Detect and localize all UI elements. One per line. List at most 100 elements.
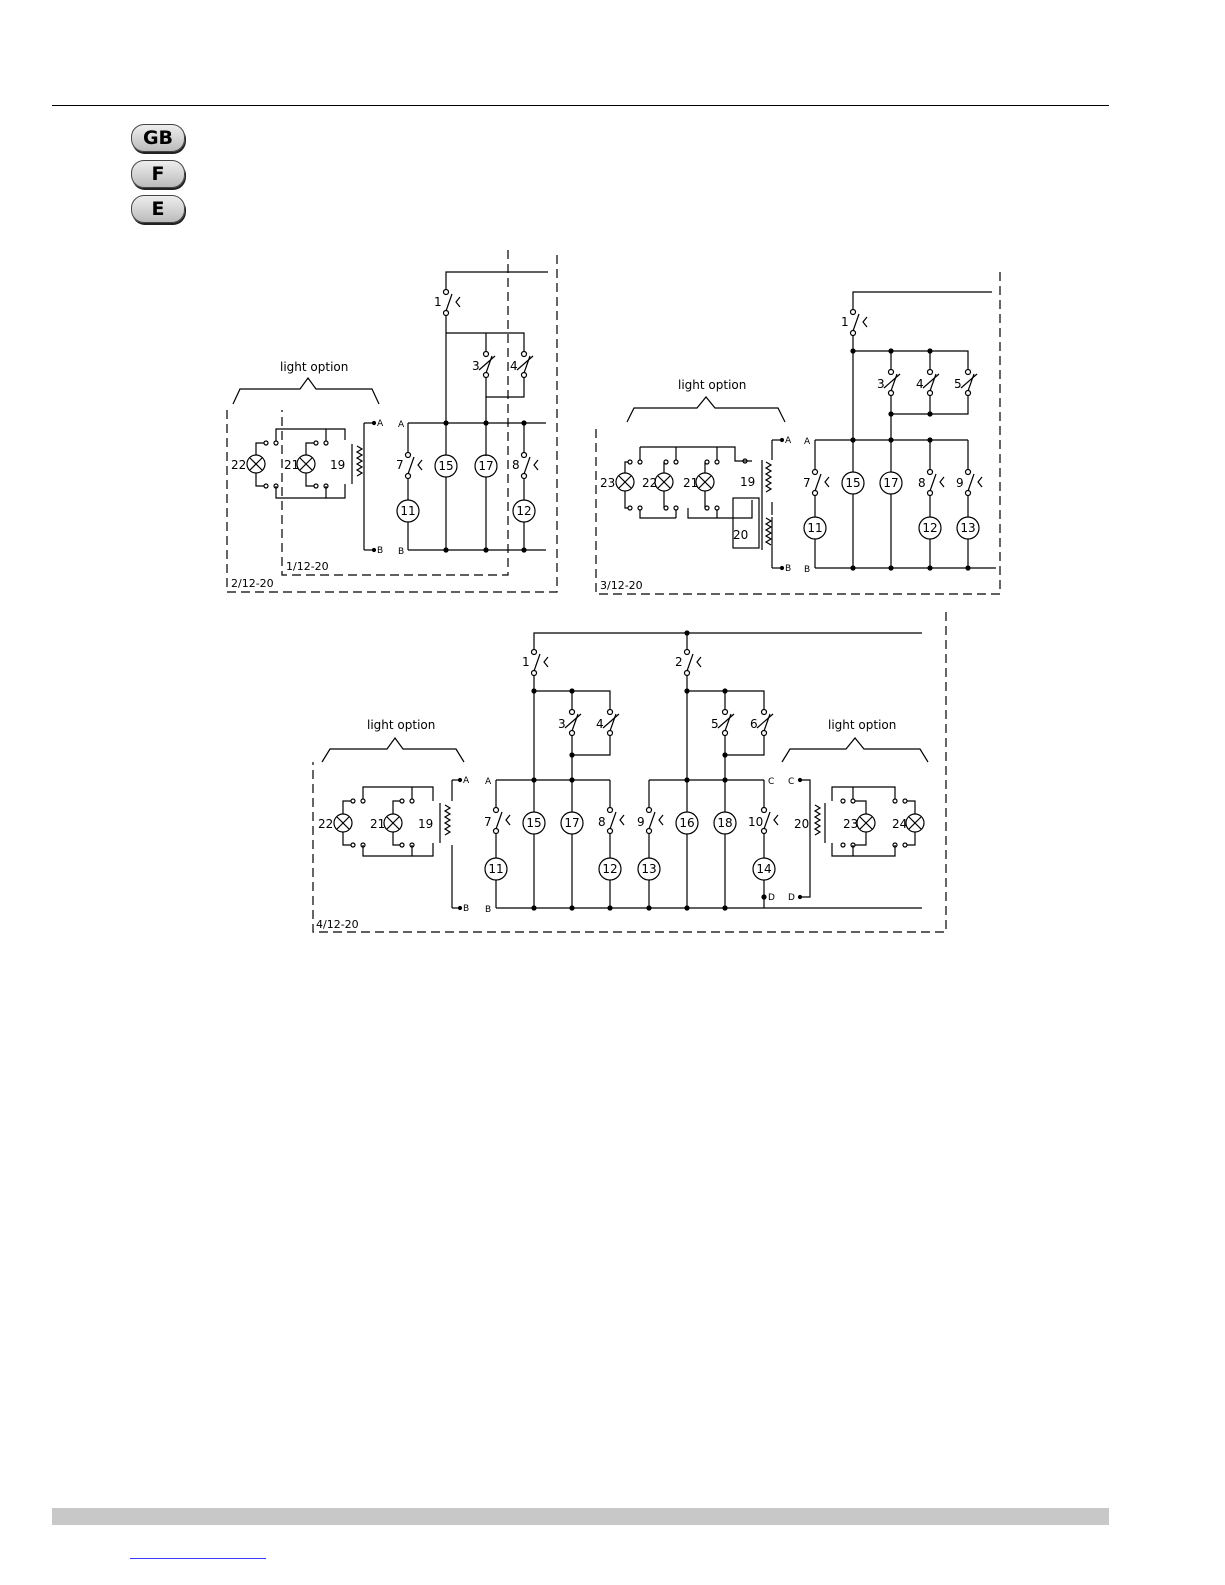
svg-text:9: 9 (956, 476, 964, 490)
svg-text:17: 17 (478, 459, 493, 473)
svg-text:A: A (804, 437, 811, 447)
svg-text:B: B (398, 547, 404, 557)
svg-text:15: 15 (845, 476, 860, 490)
svg-text:17: 17 (564, 816, 579, 830)
diagram-2: light option 1 3 4 5 A B (596, 272, 1000, 594)
d2-option-brace (627, 397, 785, 422)
svg-text:3: 3 (877, 377, 885, 391)
d2-border (596, 272, 1000, 594)
svg-text:18: 18 (717, 816, 732, 830)
d2-main-switch (851, 310, 868, 336)
d2-code: 3/12-20 (600, 579, 643, 592)
svg-text:23: 23 (843, 817, 858, 831)
d3-transformer-19 (445, 805, 450, 835)
svg-text:11: 11 (488, 862, 503, 876)
svg-text:17: 17 (883, 476, 898, 490)
svg-text:12: 12 (602, 862, 617, 876)
svg-text:16: 16 (679, 816, 694, 830)
d3-right-option-brace (782, 738, 928, 762)
d3-main-switch-1 (532, 650, 549, 676)
svg-text:8: 8 (918, 476, 926, 490)
d1-inner-border (282, 250, 508, 575)
d1-transformer-19 (357, 446, 362, 476)
d3-switch-7 (494, 808, 511, 834)
svg-text:13: 13 (641, 862, 656, 876)
svg-text:8: 8 (598, 815, 606, 829)
svg-text:19: 19 (418, 817, 433, 831)
svg-text:9: 9 (637, 815, 645, 829)
d3-right-option-label: light option (828, 718, 896, 732)
svg-text:22: 22 (318, 817, 333, 831)
d3-main-switch-2 (685, 650, 702, 676)
svg-text:A: A (485, 777, 492, 787)
svg-text:B: B (785, 564, 791, 574)
d1-option-label: light option (280, 360, 348, 374)
d2-thermostat-4 (923, 370, 939, 396)
svg-text:15: 15 (526, 816, 541, 830)
svg-text:12: 12 (922, 521, 937, 535)
svg-text:C: C (768, 777, 774, 787)
svg-text:22: 22 (231, 458, 246, 472)
footer-link-underline[interactable] (130, 1558, 266, 1559)
footer-bar (52, 1508, 1109, 1525)
svg-text:D: D (788, 893, 795, 903)
svg-text:21: 21 (683, 476, 698, 490)
svg-text:1: 1 (434, 295, 442, 309)
d1-main-switch (444, 290, 461, 316)
d1-thermostat-4 (517, 352, 533, 378)
d2-switch-8 (928, 470, 945, 496)
svg-text:B: B (485, 905, 491, 915)
diagram-1: light option 1 3 4 A B (227, 250, 557, 592)
svg-text:5: 5 (954, 377, 962, 391)
diagram-3: light option light option 1 2 3 4 (313, 612, 946, 932)
svg-text:A: A (377, 419, 384, 429)
svg-text:3: 3 (472, 359, 480, 373)
svg-text:15: 15 (438, 459, 453, 473)
svg-text:4: 4 (510, 359, 518, 373)
svg-text:19: 19 (740, 475, 755, 489)
svg-text:1: 1 (522, 655, 530, 669)
svg-text:11: 11 (400, 504, 415, 518)
d1-outer-code: 2/12-20 (231, 577, 274, 590)
svg-text:C: C (788, 777, 794, 787)
svg-text:B: B (804, 565, 810, 575)
d3-switch-9 (647, 808, 664, 834)
svg-text:21: 21 (284, 458, 299, 472)
svg-text:3: 3 (558, 717, 566, 731)
d3-transformer-20 (815, 805, 820, 835)
d3-thermostat-5 (718, 710, 734, 736)
svg-text:19: 19 (330, 458, 345, 472)
svg-text:7: 7 (803, 476, 811, 490)
svg-text:21: 21 (370, 817, 385, 831)
svg-text:2: 2 (675, 655, 683, 669)
svg-text:23: 23 (600, 476, 615, 490)
svg-text:20: 20 (733, 528, 748, 542)
d3-border (313, 612, 946, 932)
svg-text:B: B (377, 546, 383, 556)
d3-thermostat-6 (757, 710, 773, 736)
svg-text:13: 13 (960, 521, 975, 535)
svg-text:7: 7 (396, 458, 404, 472)
svg-text:14: 14 (756, 862, 771, 876)
d3-switch-10 (762, 808, 779, 834)
d2-transformer-20 (766, 518, 771, 545)
d2-thermostat-5 (961, 370, 977, 396)
svg-text:5: 5 (711, 717, 719, 731)
d3-thermostat-3 (565, 710, 581, 736)
svg-text:24: 24 (892, 817, 907, 831)
svg-text:4: 4 (916, 377, 924, 391)
d2-transformer-19 (766, 462, 771, 492)
svg-text:22: 22 (642, 476, 657, 490)
svg-text:7: 7 (484, 815, 492, 829)
svg-text:12: 12 (516, 504, 531, 518)
svg-text:6: 6 (750, 717, 758, 731)
d3-code: 4/12-20 (316, 918, 359, 931)
d1-inner-code: 1/12-20 (286, 560, 329, 573)
d2-option-label: light option (678, 378, 746, 392)
svg-text:B: B (463, 904, 469, 914)
svg-text:8: 8 (512, 458, 520, 472)
svg-text:A: A (785, 436, 792, 446)
svg-text:4: 4 (596, 717, 604, 731)
svg-text:1: 1 (841, 315, 849, 329)
